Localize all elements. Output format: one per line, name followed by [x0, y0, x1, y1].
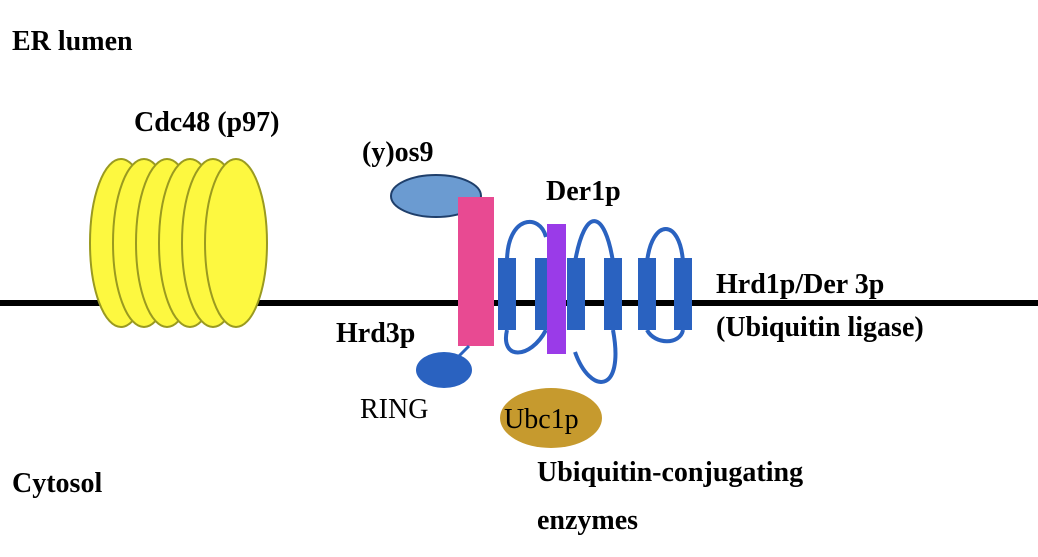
hrd1p-label-line1: Hrd1p/Der 3p	[716, 269, 884, 300]
hrd1p-helix-5	[638, 258, 656, 330]
hrd1p-helix-3	[567, 258, 585, 330]
cdc48-complex	[89, 158, 268, 328]
er-lumen-label: ER lumen	[12, 26, 133, 57]
hrd1p-helix-6	[674, 258, 692, 330]
hrd1p-loop-lumen-3	[645, 227, 685, 263]
hrd1p-helix-1	[498, 258, 516, 330]
cdc48-ring-6	[204, 158, 268, 328]
hrd1p-loop-lumen-1	[505, 220, 548, 263]
hrd1p-loop-cytosol-2	[573, 329, 618, 384]
der1p-transmembrane-bar	[547, 224, 566, 354]
hrd1p-label-line2: (Ubiquitin ligase)	[716, 312, 924, 343]
hrd3p-label: Hrd3p	[336, 318, 415, 349]
hrd1p-helices	[498, 258, 692, 330]
hrd1p-loop-lumen-2	[573, 219, 615, 263]
cytosol-label: Cytosol	[12, 468, 102, 499]
hrd3p-transmembrane-bar	[458, 197, 494, 346]
yos9-label: (y)os9	[362, 137, 434, 168]
hrd1p-loop-cytosol-3	[645, 328, 685, 344]
ubc1p-label: Ubc1p	[504, 404, 579, 435]
der1p-label: Der1p	[546, 176, 621, 207]
ring-domain	[416, 352, 472, 388]
ubc1p-protein	[500, 388, 602, 448]
ubiquitin-conjugating-label-line2: enzymes	[537, 505, 638, 536]
hrd1p-loop-cytosol-1	[503, 329, 548, 355]
ring-label: RING	[360, 394, 428, 425]
cdc48-label: Cdc48 (p97)	[134, 107, 279, 138]
ubiquitin-conjugating-label-line1: Ubiquitin-conjugating	[537, 457, 803, 488]
hrd1p-helix-4	[604, 258, 622, 330]
